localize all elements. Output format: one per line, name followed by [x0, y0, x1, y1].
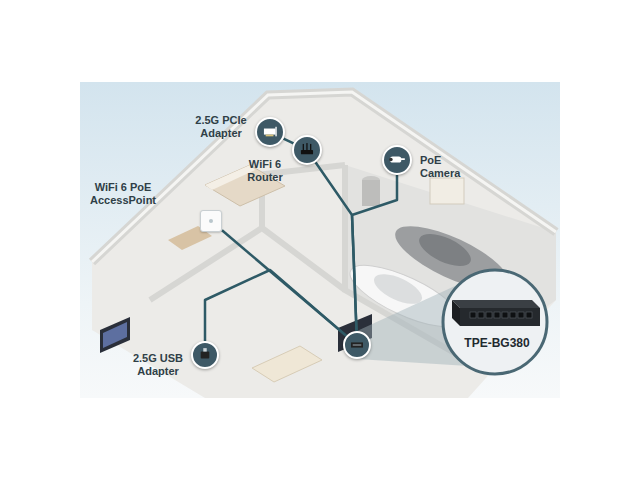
- tv: [100, 317, 130, 353]
- switch-body: [460, 308, 540, 326]
- cabinet: [430, 178, 464, 204]
- device-label: WiFi 6 PoE AccessPoint: [71, 181, 175, 207]
- switch-side: [452, 300, 460, 326]
- port: [510, 312, 516, 318]
- pcie-adapter-bubble: 2.5G PCIe Adapter: [255, 117, 285, 147]
- device-label: 2.5G USB Adapter: [128, 352, 188, 378]
- device-label: WiFi 6 Router: [238, 158, 292, 184]
- access-point: WiFi 6 PoE AccessPoint: [200, 210, 222, 232]
- switch-ports: [470, 312, 532, 318]
- port: [478, 312, 484, 318]
- network-cable: [316, 162, 357, 331]
- network-cable: [352, 175, 397, 331]
- house-floor: [92, 92, 556, 398]
- product-label: TPE-BG380: [447, 336, 547, 350]
- camera-bubble: PoE Camera: [382, 145, 412, 175]
- port: [486, 312, 492, 318]
- wall-top: [92, 92, 556, 262]
- port: [518, 312, 524, 318]
- router-bubble: WiFi 6 Router: [292, 135, 322, 165]
- device-icon: [201, 211, 221, 231]
- port: [494, 312, 500, 318]
- device-icon: [345, 333, 369, 357]
- device-label: PoE Camera: [420, 154, 480, 180]
- port: [470, 312, 476, 318]
- network-cable: [284, 139, 294, 144]
- device-icon: [193, 343, 217, 367]
- device-icon: [294, 137, 320, 163]
- water-heater: [362, 180, 380, 206]
- background-panel: [80, 82, 560, 398]
- port: [526, 312, 532, 318]
- network-cable: [205, 270, 346, 341]
- sofa: [252, 346, 322, 382]
- car-roof: [415, 227, 476, 272]
- device-icon: [257, 119, 283, 145]
- device-icon: [384, 147, 410, 173]
- switch-bubble: TPE-BG380: [343, 331, 371, 359]
- zoom-circle: [443, 270, 547, 374]
- device-label: 2.5G PCIe Adapter: [188, 114, 254, 140]
- outer-wall: [92, 92, 556, 262]
- usb-adapter-bubble: 2.5G USB Adapter: [191, 341, 219, 369]
- switch-top: [452, 300, 540, 308]
- port: [502, 312, 508, 318]
- tv-screen: [103, 322, 127, 348]
